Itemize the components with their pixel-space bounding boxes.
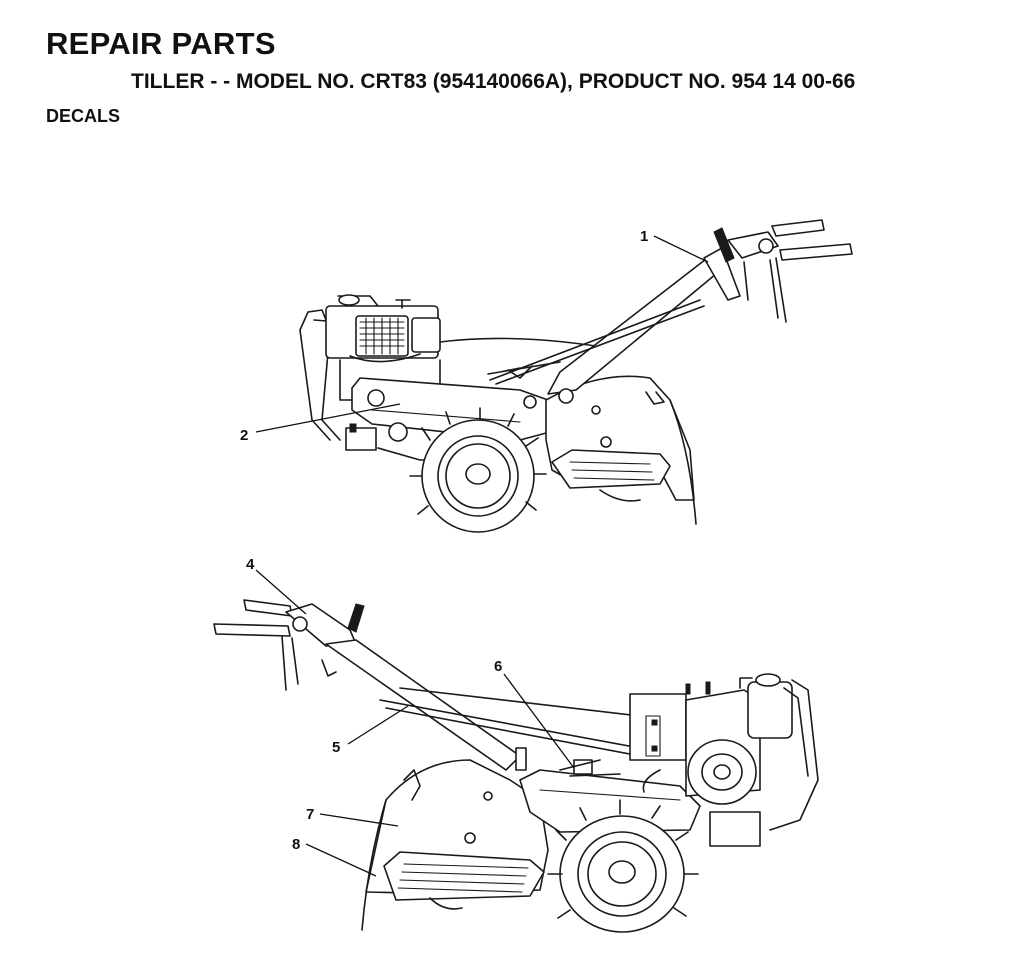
callout-2: 2: [240, 427, 248, 444]
tiller-right-view: [213, 599, 819, 933]
handle-top: [487, 219, 853, 404]
tine-hood-top: [545, 375, 697, 525]
callout-5: 5: [332, 739, 340, 756]
callout-4: 4: [246, 556, 255, 573]
leader-lines: [255, 235, 709, 877]
callout-7: 7: [306, 806, 314, 823]
callout-1: 1: [640, 228, 648, 245]
tiller-left-view: [299, 219, 853, 533]
callout-6: 6: [494, 658, 502, 675]
handle-bottom: [213, 599, 641, 771]
engine: [325, 294, 441, 401]
section-heading: DECALS: [46, 106, 121, 126]
page-subtitle: TILLER - - MODEL NO. CRT83 (954140066A),…: [131, 70, 856, 93]
tine-hood-bottom: [361, 759, 549, 931]
engine-bottom: [629, 673, 819, 847]
callout-numbers: 1 2 4 5 6 7 8: [240, 228, 648, 853]
wheel-top: [409, 407, 547, 533]
callout-8: 8: [292, 836, 300, 853]
wheel-bottom: [547, 799, 699, 933]
page-title: REPAIR PARTS: [46, 26, 276, 61]
